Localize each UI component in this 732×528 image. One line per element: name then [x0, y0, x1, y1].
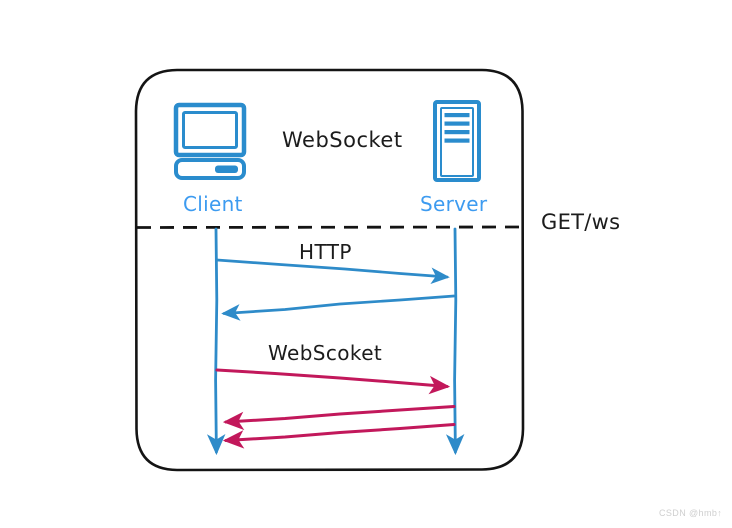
- message-websocket-push-2: [222, 423, 456, 449]
- message-websocket-push-1: [222, 405, 456, 431]
- watermark-text: CSDN @hmb↑: [659, 508, 723, 518]
- message-websocket-send: [215, 368, 451, 395]
- client-lifeline: [206, 227, 226, 456]
- participant-label-server: Server: [420, 192, 488, 216]
- diagram-title: WebSocket: [282, 128, 403, 152]
- participant-label-client: Client: [183, 192, 243, 216]
- phase-separator-dashed-line: [136, 225, 523, 229]
- desktop-computer-icon: [173, 102, 247, 180]
- diagram-boundary: [134, 68, 525, 472]
- message-http-response: [221, 294, 456, 321]
- phase-label-websocket: WebScoket: [268, 341, 383, 365]
- server-rack-icon: [433, 100, 481, 182]
- server-lifeline: [445, 227, 465, 456]
- message-http-request: [215, 258, 450, 285]
- separator-annotation-get-ws: GET/ws: [541, 210, 621, 234]
- phase-label-http: HTTP: [299, 240, 352, 264]
